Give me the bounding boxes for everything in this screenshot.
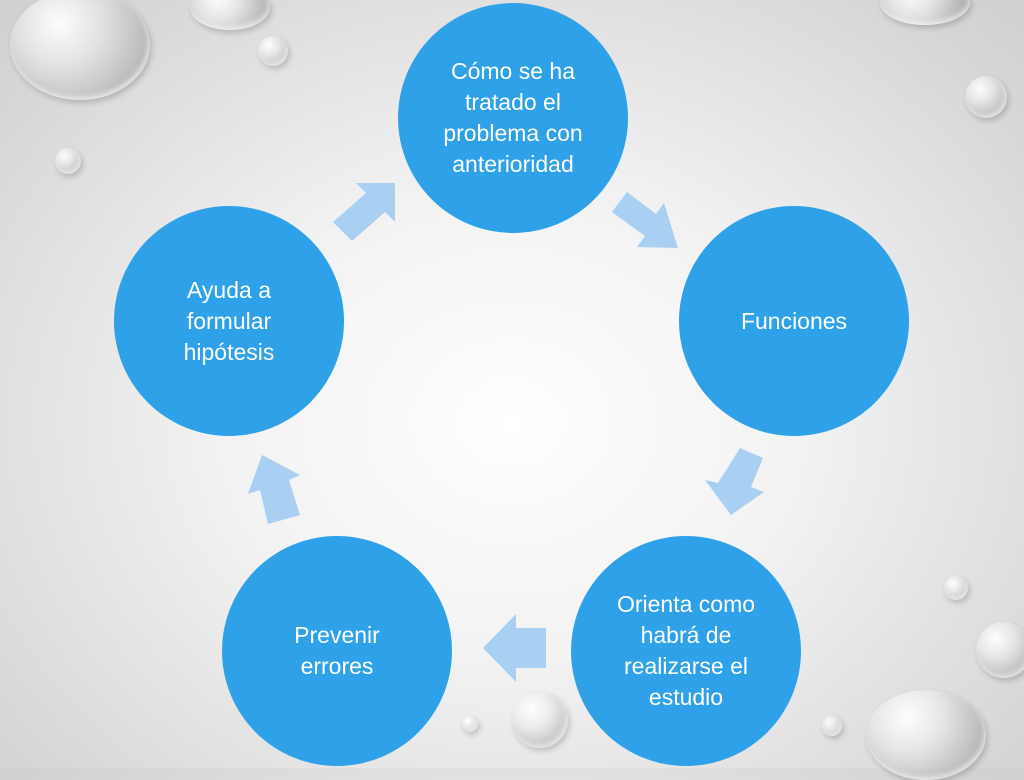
water-drop-decoration: [10, 0, 150, 100]
cycle-node-prevenir: Prevenir errores: [222, 536, 452, 766]
water-drop-decoration: [512, 692, 568, 748]
water-drop-decoration: [965, 76, 1007, 118]
cycle-node-label: Cómo se ha tratado el problema con anter…: [443, 58, 583, 177]
cycle-arrow-shape: [248, 455, 300, 524]
cycle-arrow-shape: [612, 192, 678, 248]
cycle-arrow-shape: [705, 448, 764, 515]
water-drop-decoration: [866, 690, 986, 780]
water-drop-decoration: [258, 36, 288, 66]
cycle-node-hipotesis: Ayuda a formular hipótesis: [114, 206, 344, 436]
water-drop-decoration: [880, 0, 970, 25]
cycle-node-funciones: Funciones: [679, 206, 909, 436]
water-drop-decoration: [944, 576, 968, 600]
cycle-node-label: Ayuda a formular hipótesis: [183, 276, 275, 365]
cycle-node-orienta: Orienta como habrá de realizarse el estu…: [571, 536, 801, 766]
water-drop-decoration: [190, 0, 270, 30]
cycle-arrow-shape: [483, 614, 546, 682]
cycle-node-label: Orienta como habrá de realizarse el estu…: [616, 591, 756, 710]
water-drop-decoration: [55, 148, 81, 174]
water-drop-decoration: [976, 622, 1024, 678]
cycle-node-label: Prevenir errores: [294, 622, 380, 679]
water-drop-decoration: [822, 716, 842, 736]
cycle-arrow-shape: [333, 183, 395, 241]
cycle-node-historia: Cómo se ha tratado el problema con anter…: [398, 3, 628, 233]
cycle-node-label: Funciones: [740, 307, 848, 334]
water-drop-decoration: [462, 716, 478, 732]
